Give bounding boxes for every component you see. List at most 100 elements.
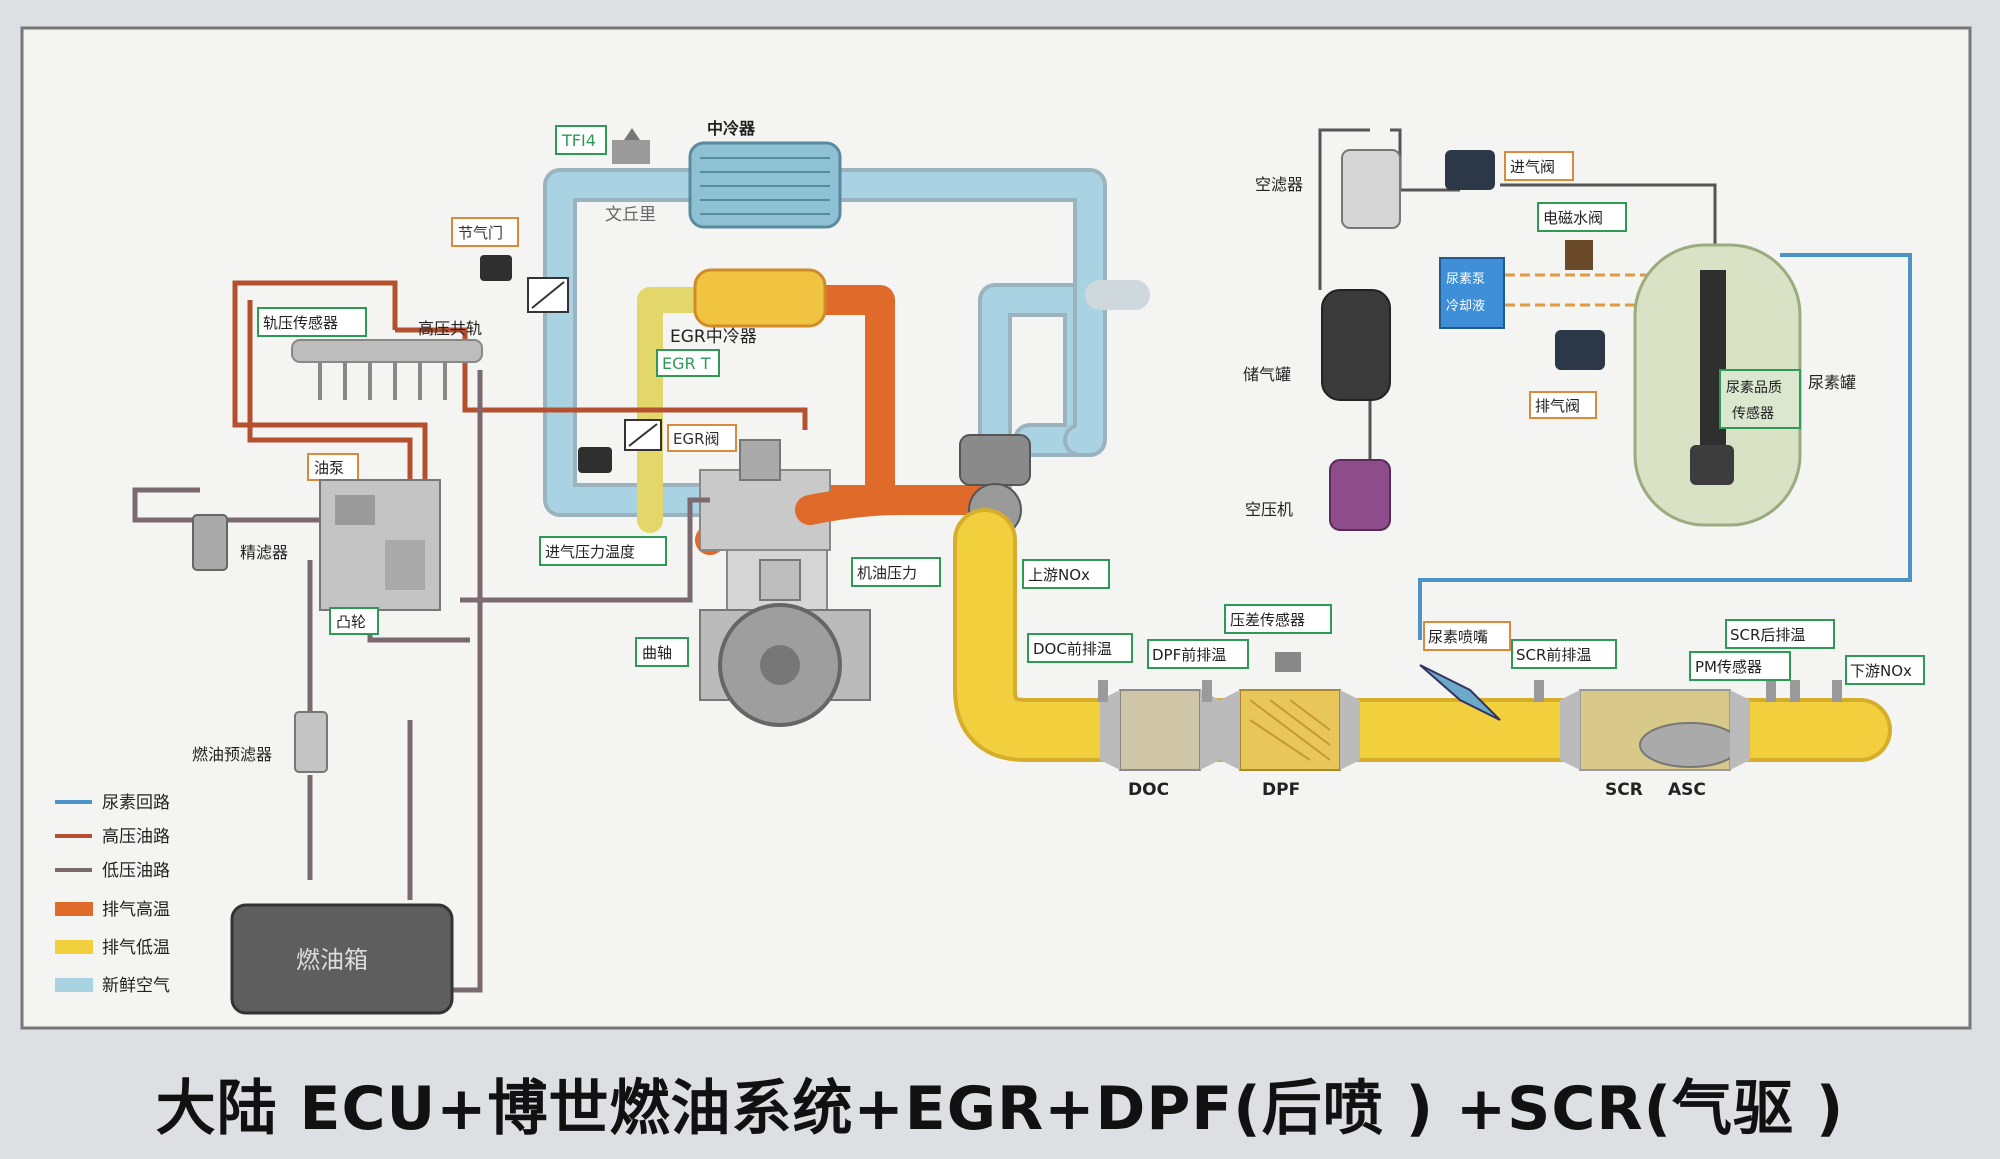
- rail-sensor-label-box: [257, 307, 367, 337]
- dcu-box: [1439, 257, 1505, 329]
- dp-sensor-label-box: [1224, 604, 1332, 634]
- scr-post-temp-label-box: [1725, 619, 1835, 649]
- throttle-actuator-icon: [480, 255, 512, 281]
- urea-quality-label-box: [1719, 369, 1801, 429]
- scr-label: SCR: [1605, 780, 1643, 800]
- urea-nozzle-label-box: [1423, 621, 1511, 651]
- air-tank-label: 储气罐: [1243, 365, 1291, 384]
- compressor-label: 空压机: [1245, 500, 1293, 519]
- upstream-nox-label-box: [1022, 559, 1110, 589]
- common-rail-icon: [291, 339, 483, 363]
- dcu-label-2: 冷却液: [1446, 299, 1485, 314]
- exhaust-valve-label: 排气阀: [1535, 397, 1580, 415]
- exhaust-pipe: [953, 508, 1892, 762]
- pm-sensor-label: PM传感器: [1695, 658, 1762, 676]
- fuel-tank: [230, 903, 454, 1015]
- dp-sensor-icon: [1275, 652, 1301, 672]
- venturi-label: 文丘里: [605, 205, 656, 225]
- intercooler: [688, 141, 842, 229]
- metering-valve-label: 油泵: [314, 459, 344, 477]
- exhaust-valve-label-box: [1529, 391, 1597, 419]
- legend-swatch-3: [55, 902, 93, 916]
- legend-label-2: 低压油路: [102, 861, 170, 881]
- air-tank-icon: [1321, 289, 1391, 401]
- tfi4-sensor-icon: [612, 140, 650, 164]
- fine-filter-icon: [192, 514, 228, 571]
- diagram-caption: 大陆 ECU+博世燃油系统+EGR+DPF(后喷 ) +SCR(气驱 ): [155, 1074, 1845, 1144]
- coolant-valve-label: 电磁水阀: [1543, 209, 1603, 227]
- high-pressure-oil-lines: [232, 280, 808, 480]
- egr-cooler: [693, 268, 827, 328]
- egr-valve-label-box: [667, 424, 737, 452]
- intake-pt-label: 进气压力温度: [545, 543, 635, 561]
- coolant-valve-icon: [1565, 240, 1593, 270]
- egr-t-label: EGR T: [662, 354, 711, 373]
- exhaust-manifold: [795, 485, 990, 525]
- urea-tank-label: 尿素罐: [1808, 373, 1856, 392]
- pm-sensor-label-box: [1689, 651, 1791, 681]
- dpf-temp-label-box: [1147, 639, 1249, 669]
- urea-return-line: [1418, 253, 1912, 640]
- downstream-nox-label: 下游NOx: [1850, 662, 1912, 680]
- fine-filter-label: 精滤器: [240, 543, 288, 562]
- crankshaft-label: 曲轴: [642, 644, 672, 662]
- dpf-temp-label: DPF前排温: [1152, 646, 1226, 664]
- egr-actuator-icon: [578, 447, 612, 473]
- urea-nozzle-icon: [1419, 664, 1501, 721]
- asc-label: ASC: [1668, 780, 1706, 800]
- scr-asc-unit: [1560, 689, 1750, 771]
- throttle-label-box: [451, 217, 519, 247]
- doc-unit: [1100, 689, 1220, 771]
- doc-temp-label-box: [1027, 633, 1133, 663]
- egr-valve-label: EGR阀: [673, 430, 720, 448]
- air-filter-icon: [1341, 149, 1401, 229]
- cam-label: 凸轮: [336, 613, 366, 631]
- urea-quality-label-2: 传感器: [1732, 405, 1774, 422]
- legend-label-1: 高压油路: [102, 827, 170, 847]
- exhaust-sensor-stubs: [1098, 680, 1842, 702]
- pre-filter-label: 燃油预滤器: [192, 745, 272, 764]
- compressor-icon: [1329, 459, 1391, 531]
- egr-t-label-box: [656, 349, 720, 377]
- scr-pre-temp-label-box: [1511, 639, 1617, 669]
- throttle-label: 节气门: [458, 224, 503, 242]
- egr-cooler-label: EGR中冷器: [670, 327, 757, 347]
- legend-label-3: 排气高温: [102, 900, 170, 920]
- scr-post-temp-label: SCR后排温: [1730, 626, 1805, 644]
- legend-swatch-4: [55, 940, 93, 954]
- dcu-label-1: 尿素泵: [1446, 272, 1485, 287]
- doc-temp-label: DOC前排温: [1033, 640, 1112, 658]
- urea-quality-label-1: 尿素品质: [1726, 380, 1782, 396]
- injector-lines: [318, 362, 447, 400]
- legend-swatch-5: [55, 978, 93, 992]
- intercooler-label: 中冷器: [707, 119, 756, 138]
- dp-sensor-label: 压差传感器: [1230, 611, 1305, 629]
- tfi4-label: TFI4: [561, 131, 596, 150]
- engine-block: [699, 439, 871, 727]
- cam-label-box: [329, 607, 379, 635]
- legend-label-5: 新鲜空气: [102, 976, 170, 996]
- intake-valve-label-box: [1504, 151, 1574, 181]
- oil-pressure-label: 机油压力: [857, 564, 917, 582]
- dpf-label: DPF: [1262, 780, 1300, 800]
- exhaust-valve-icon: [1555, 330, 1605, 370]
- coolant-valve-label-box: [1537, 202, 1627, 232]
- crankshaft-label-box: [635, 637, 689, 667]
- tfi4-label-box: [555, 125, 607, 155]
- oil-pressure-label-box: [851, 557, 941, 587]
- pre-filter-icon: [294, 711, 328, 773]
- common-rail-label: 高压共轨: [418, 319, 482, 338]
- legend-label-0: 尿素回路: [102, 793, 170, 813]
- dpf-unit: [1220, 689, 1360, 771]
- downstream-nox-label-box: [1845, 655, 1925, 685]
- legend-label-4: 排气低温: [102, 938, 170, 958]
- air-filter-label: 空滤器: [1255, 175, 1303, 194]
- intake-valve-icon: [1445, 150, 1495, 190]
- rail-sensor-label: 轨压传感器: [263, 314, 338, 332]
- upstream-nox-label: 上游NOx: [1028, 566, 1090, 584]
- scr-pre-temp-label: SCR前排温: [1516, 646, 1591, 664]
- fuel-tank-label: 燃油箱: [296, 946, 368, 974]
- legend: 尿素回路 高压油路 低压油路 排气高温 排气低温 新鲜空气: [55, 793, 170, 996]
- doc-label: DOC: [1128, 780, 1169, 800]
